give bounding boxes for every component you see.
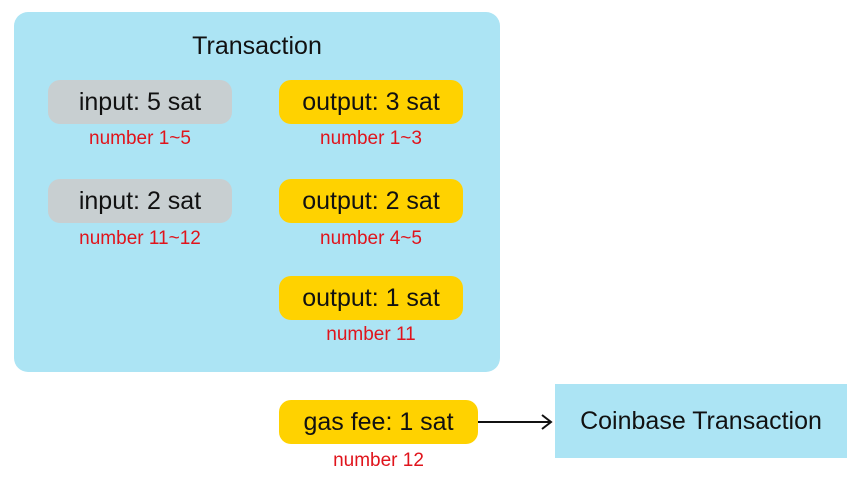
gas-fee-range: number 12 <box>333 450 424 471</box>
input-pill-2-sat: input: 2 sat <box>48 179 232 223</box>
arrow-right-icon <box>478 414 553 430</box>
output-pill-1-sat: output: 1 sat <box>279 276 463 320</box>
output-range-2: number 4~5 <box>320 228 422 249</box>
input-pill-5-sat: input: 5 sat <box>48 80 232 124</box>
input-range-2: number 11~12 <box>79 228 201 249</box>
output-range-1: number 1~3 <box>320 128 422 149</box>
gas-fee-pill: gas fee: 1 sat <box>279 400 478 444</box>
input-range-1: number 1~5 <box>89 128 191 149</box>
transaction-title: Transaction <box>192 32 322 60</box>
output-pill-2-sat: output: 2 sat <box>279 179 463 223</box>
output-range-3: number 11 <box>326 324 416 345</box>
coinbase-transaction-box: Coinbase Transaction <box>555 384 847 458</box>
output-pill-3-sat: output: 3 sat <box>279 80 463 124</box>
